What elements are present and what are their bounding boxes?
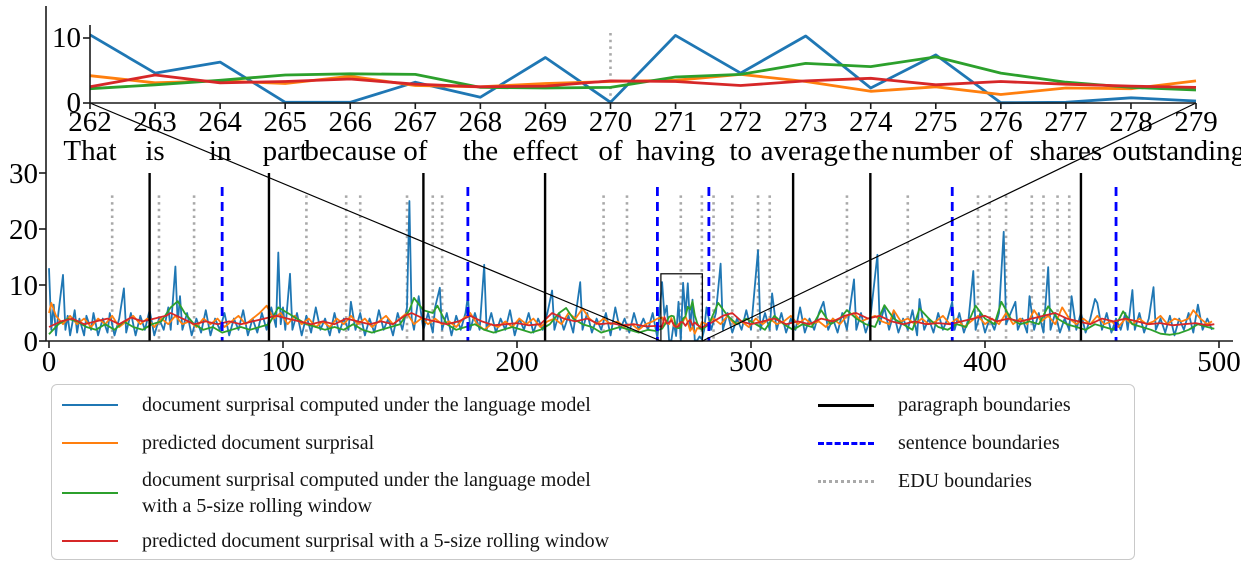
legend-item-predicted-surprisal-rolling: predicted document surprisal with a 5-si…	[62, 525, 609, 557]
inset-x-tick-label: 277	[1044, 106, 1088, 138]
main-x-tick-label: 0	[42, 346, 57, 378]
word-label: shares	[1030, 135, 1102, 167]
legend-item-lm-surprisal: document surprisal computed under the la…	[62, 389, 591, 421]
legend-swatch-blue-line	[62, 404, 118, 406]
main-x-tick-label: 300	[729, 346, 773, 378]
inset-x-tick-label: 263	[133, 106, 177, 138]
inset-x-tick-label: 271	[654, 106, 698, 138]
legend: document surprisal computed under the la…	[51, 384, 1135, 560]
legend-label: sentence boundaries	[898, 432, 1060, 454]
word-label: to	[729, 135, 752, 167]
inset-x-tick-label: 267	[394, 106, 438, 138]
legend-item-sentence-boundaries: sentence boundaries	[818, 427, 1060, 459]
inset-x-tick-label: 272	[719, 106, 763, 138]
word-label: effect	[513, 135, 578, 167]
inset-x-tick-label: 264	[198, 106, 242, 138]
series-line-inset-3	[89, 73, 1197, 89]
main-y-tick-label: 10	[9, 270, 38, 302]
word-label: of	[403, 135, 428, 167]
legend-swatch-red-line	[62, 540, 118, 542]
inset-y-tick-label: 10	[52, 22, 81, 54]
word-label: number	[891, 135, 980, 167]
main-y-tick-label: 0	[24, 326, 39, 358]
inset-x-tick-label: 269	[524, 106, 568, 138]
legend-swatch-black-line	[818, 403, 874, 407]
main-x-tick-label: 400	[963, 346, 1007, 378]
legend-label-line1: document surprisal computed under the la…	[142, 469, 591, 491]
main-x-tick-label: 200	[495, 346, 539, 378]
legend-item-paragraph-boundaries: paragraph boundaries	[818, 389, 1071, 421]
legend-item-predicted-surprisal: predicted document surprisal	[62, 427, 374, 459]
inset-x-tick-label: 268	[459, 106, 503, 138]
inset-x-tick-label: 266	[328, 106, 372, 138]
zoom-connector-left	[89, 102, 662, 342]
word-label: out	[1112, 135, 1149, 167]
inset-x-tick-label: 270	[589, 106, 633, 138]
inset-x-tick-label: 273	[784, 106, 828, 138]
word-label: of	[989, 135, 1014, 167]
legend-swatch-green-line	[62, 492, 118, 494]
word-label: is	[145, 135, 164, 167]
zoom-indicator-rect	[660, 273, 703, 342]
legend-label: document surprisal computed under the la…	[142, 394, 591, 416]
word-label: of	[598, 135, 623, 167]
word-label: That	[63, 135, 116, 167]
inset-chart: 262 263 264 265 266 267 268 269 270 271 272 273 274 2…	[52, 22, 1241, 167]
word-label: because	[304, 135, 396, 167]
inset-x-tick-label: 278	[1109, 106, 1153, 138]
main-y-tick-label: 30	[9, 158, 38, 190]
word-label: standing	[1147, 135, 1241, 167]
word-label: in	[209, 135, 232, 167]
inset-x-tick-label: 275	[914, 106, 958, 138]
legend-label: paragraph boundaries	[898, 394, 1071, 416]
inset-y-tick-label: 0	[67, 87, 82, 119]
inset-x-tick-label: 262	[68, 106, 112, 138]
legend-label-line2: with a 5-size rolling window	[142, 495, 372, 517]
word-label: part	[263, 135, 308, 167]
word-label: average	[761, 135, 851, 167]
legend-label: predicted document surprisal	[142, 432, 375, 454]
inset-x-tick-label: 279	[1174, 106, 1218, 138]
main-x-tick-label: 100	[261, 346, 305, 378]
legend-swatch-gray-dotted-line	[818, 479, 874, 483]
legend-label: predicted document surprisal with a 5-si…	[142, 530, 610, 552]
legend-swatch-blue-dashed-line	[818, 441, 874, 445]
legend-item-lm-surprisal-rolling: document surprisal computed under the la…	[62, 465, 591, 521]
word-label: the	[463, 135, 498, 167]
word-label: having	[636, 135, 715, 167]
zoom-connector-right	[702, 102, 1197, 342]
series-line-main-2	[48, 296, 1215, 336]
inset-x-tick-label: 265	[263, 106, 307, 138]
inset-x-tick-label: 276	[979, 106, 1023, 138]
word-label: the	[853, 135, 888, 167]
legend-label: EDU boundaries	[898, 470, 1032, 492]
main-y-tick-label: 20	[9, 214, 38, 246]
legend-item-edu-boundaries: EDU boundaries	[818, 465, 1032, 497]
inset-x-tick-label: 274	[849, 106, 893, 138]
main-x-tick-label: 500	[1197, 346, 1241, 378]
legend-swatch-orange-line	[62, 442, 118, 444]
